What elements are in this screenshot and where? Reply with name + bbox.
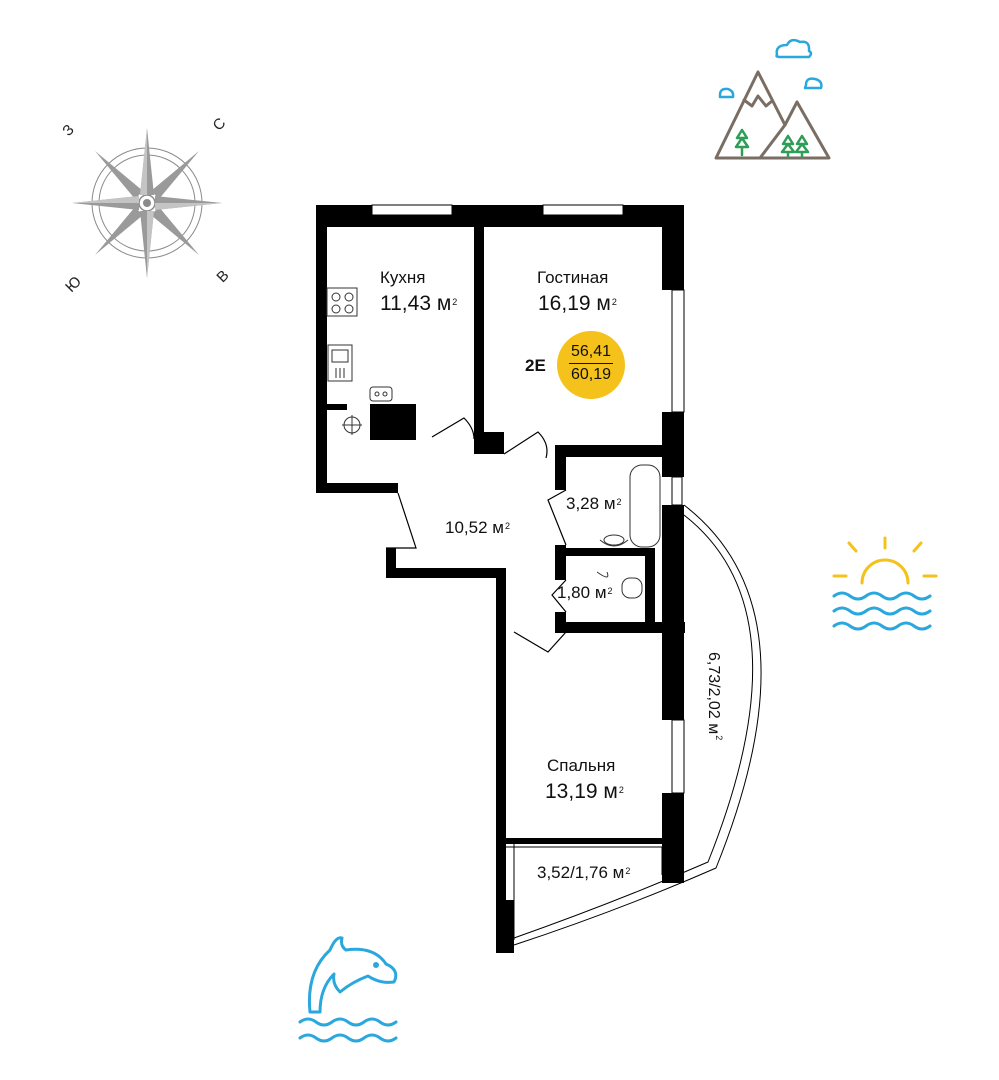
apartment-type: 2E xyxy=(525,356,546,375)
compass-rose-icon xyxy=(72,128,222,278)
dolphin-icon xyxy=(298,936,398,1043)
balcony-small-area: 3,52/1,76 м2 xyxy=(537,863,631,882)
kitchen-area: 11,43 м2 xyxy=(380,292,458,315)
sun-sea-icon xyxy=(832,536,938,631)
badge-divider xyxy=(569,363,613,364)
kitchen-name: Кухня xyxy=(380,268,426,287)
area-total: 60,19 xyxy=(570,366,612,383)
bath-area: 3,28 м2 xyxy=(566,494,622,513)
bedroom-name: Спальня xyxy=(547,756,616,775)
wc-area: 1,80 м2 xyxy=(557,583,613,602)
bath-fixtures xyxy=(596,464,661,599)
kitchen-fixtures xyxy=(326,287,393,435)
area-badge: 56,41 60,19 xyxy=(557,331,625,399)
living-name: Гостиная xyxy=(537,268,609,287)
balcony-large-area: 6,73/2,02 м2 xyxy=(705,652,724,741)
balconies xyxy=(506,504,762,946)
walls xyxy=(316,205,685,953)
hall-area: 10,52 м2 xyxy=(445,518,510,537)
bedroom-area: 13,19 м2 xyxy=(545,780,624,803)
doors xyxy=(386,417,567,653)
mountains-icon xyxy=(714,38,831,160)
living-area: 16,19 м2 xyxy=(538,292,617,315)
windows xyxy=(371,204,685,794)
area-living: 56,41 xyxy=(570,343,612,360)
